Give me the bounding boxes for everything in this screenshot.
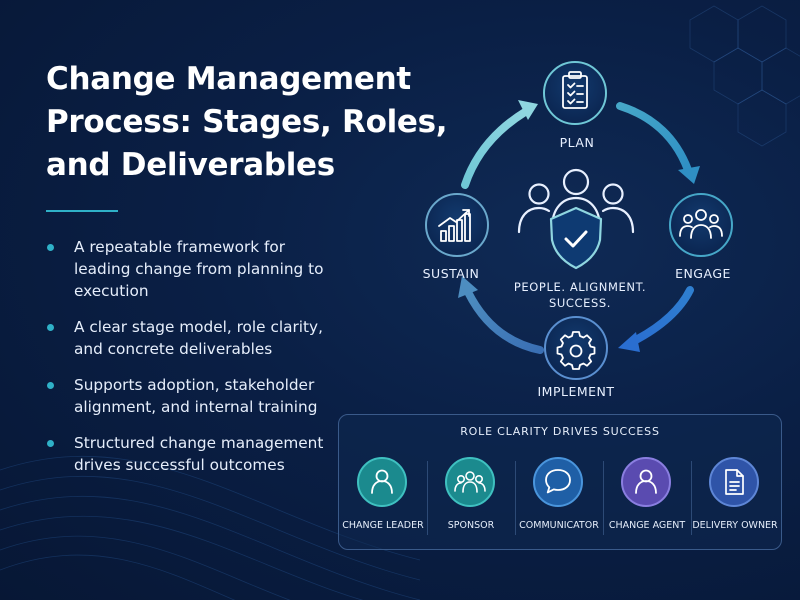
chat-bubble-icon (545, 469, 571, 494)
bullet-dot (47, 440, 54, 447)
role-change-agent: CHANGE AGENT (603, 455, 691, 541)
stage-label-engage: ENGAGE (675, 266, 731, 281)
group-icon (454, 471, 486, 493)
document-icon (725, 469, 744, 495)
role-divider (515, 461, 516, 535)
stage-node-engage (669, 193, 733, 257)
bullet-item: Supports adoption, stakeholder alignment… (46, 374, 346, 418)
bullet-item: Structured change management drives succ… (46, 432, 346, 476)
stage-label-sustain: SUSTAIN (423, 266, 480, 281)
stage-label-plan: PLAN (560, 135, 595, 150)
roles-panel-title: ROLE CLARITY DRIVES SUCCESS (460, 425, 660, 438)
role-icon-circle (621, 457, 671, 507)
bar-chart-growth-icon (438, 209, 471, 242)
cycle-arrow-implement-to-sustain (458, 276, 544, 354)
stage-node-implement (544, 316, 608, 380)
roles-panel: ROLE CLARITY DRIVES SUCCESS CHANGE LEADE… (338, 414, 782, 550)
gear-icon (556, 331, 596, 370)
group-icon (679, 209, 723, 239)
center-tagline-line2: SUCCESS. (549, 296, 611, 310)
role-icon-circle (445, 457, 495, 507)
role-icon-circle (533, 457, 583, 507)
role-label: COMMUNICATOR (519, 520, 599, 531)
role-icon-circle (709, 457, 759, 507)
role-delivery-owner: DELIVERY OWNER (691, 455, 779, 541)
cycle-arrow-engage-to-implement (618, 286, 694, 352)
bullet-text: A clear stage model, role clarity, and c… (74, 318, 323, 358)
role-communicator: COMMUNICATOR (515, 455, 603, 541)
center-tagline-line1: PEOPLE. ALIGNMENT. (514, 280, 646, 294)
bullet-text: Supports adoption, stakeholder alignment… (74, 376, 318, 416)
bullet-text: A repeatable framework for leading chang… (74, 238, 324, 300)
cycle-arrow-sustain-to-plan (461, 100, 538, 189)
people-shield-icon (517, 168, 635, 234)
stage-node-sustain (425, 193, 489, 257)
person-icon (371, 469, 393, 494)
stage-node-plan (543, 61, 607, 125)
role-divider (603, 461, 604, 535)
role-divider (691, 461, 692, 535)
role-label: CHANGE LEADER (342, 520, 424, 531)
bullet-text: Structured change management drives succ… (74, 434, 324, 474)
role-change-leader: CHANGE LEADER (339, 455, 427, 541)
bullet-dot (47, 382, 54, 389)
bullet-dot (47, 244, 54, 251)
role-divider (427, 461, 428, 535)
shield-check-icon (549, 206, 603, 270)
role-label: DELIVERY OWNER (692, 520, 778, 531)
person-icon (635, 469, 657, 494)
role-sponsor: SPONSOR (427, 455, 515, 541)
title-underline (46, 210, 118, 212)
bullet-dot (47, 324, 54, 331)
role-label: SPONSOR (447, 520, 495, 531)
cycle-arrow-plan-to-engage (616, 102, 700, 184)
clipboard-checklist-icon (562, 71, 588, 109)
page-title: Change Management Process: Stages, Roles… (46, 61, 448, 183)
bullet-item: A repeatable framework for leading chang… (46, 236, 346, 302)
bullet-list: A repeatable framework for leading chang… (46, 236, 346, 490)
stage-label-implement: IMPLEMENT (537, 384, 614, 399)
bullet-item: A clear stage model, role clarity, and c… (46, 316, 346, 360)
role-icon-circle (357, 457, 407, 507)
role-label: CHANGE AGENT (608, 520, 686, 531)
